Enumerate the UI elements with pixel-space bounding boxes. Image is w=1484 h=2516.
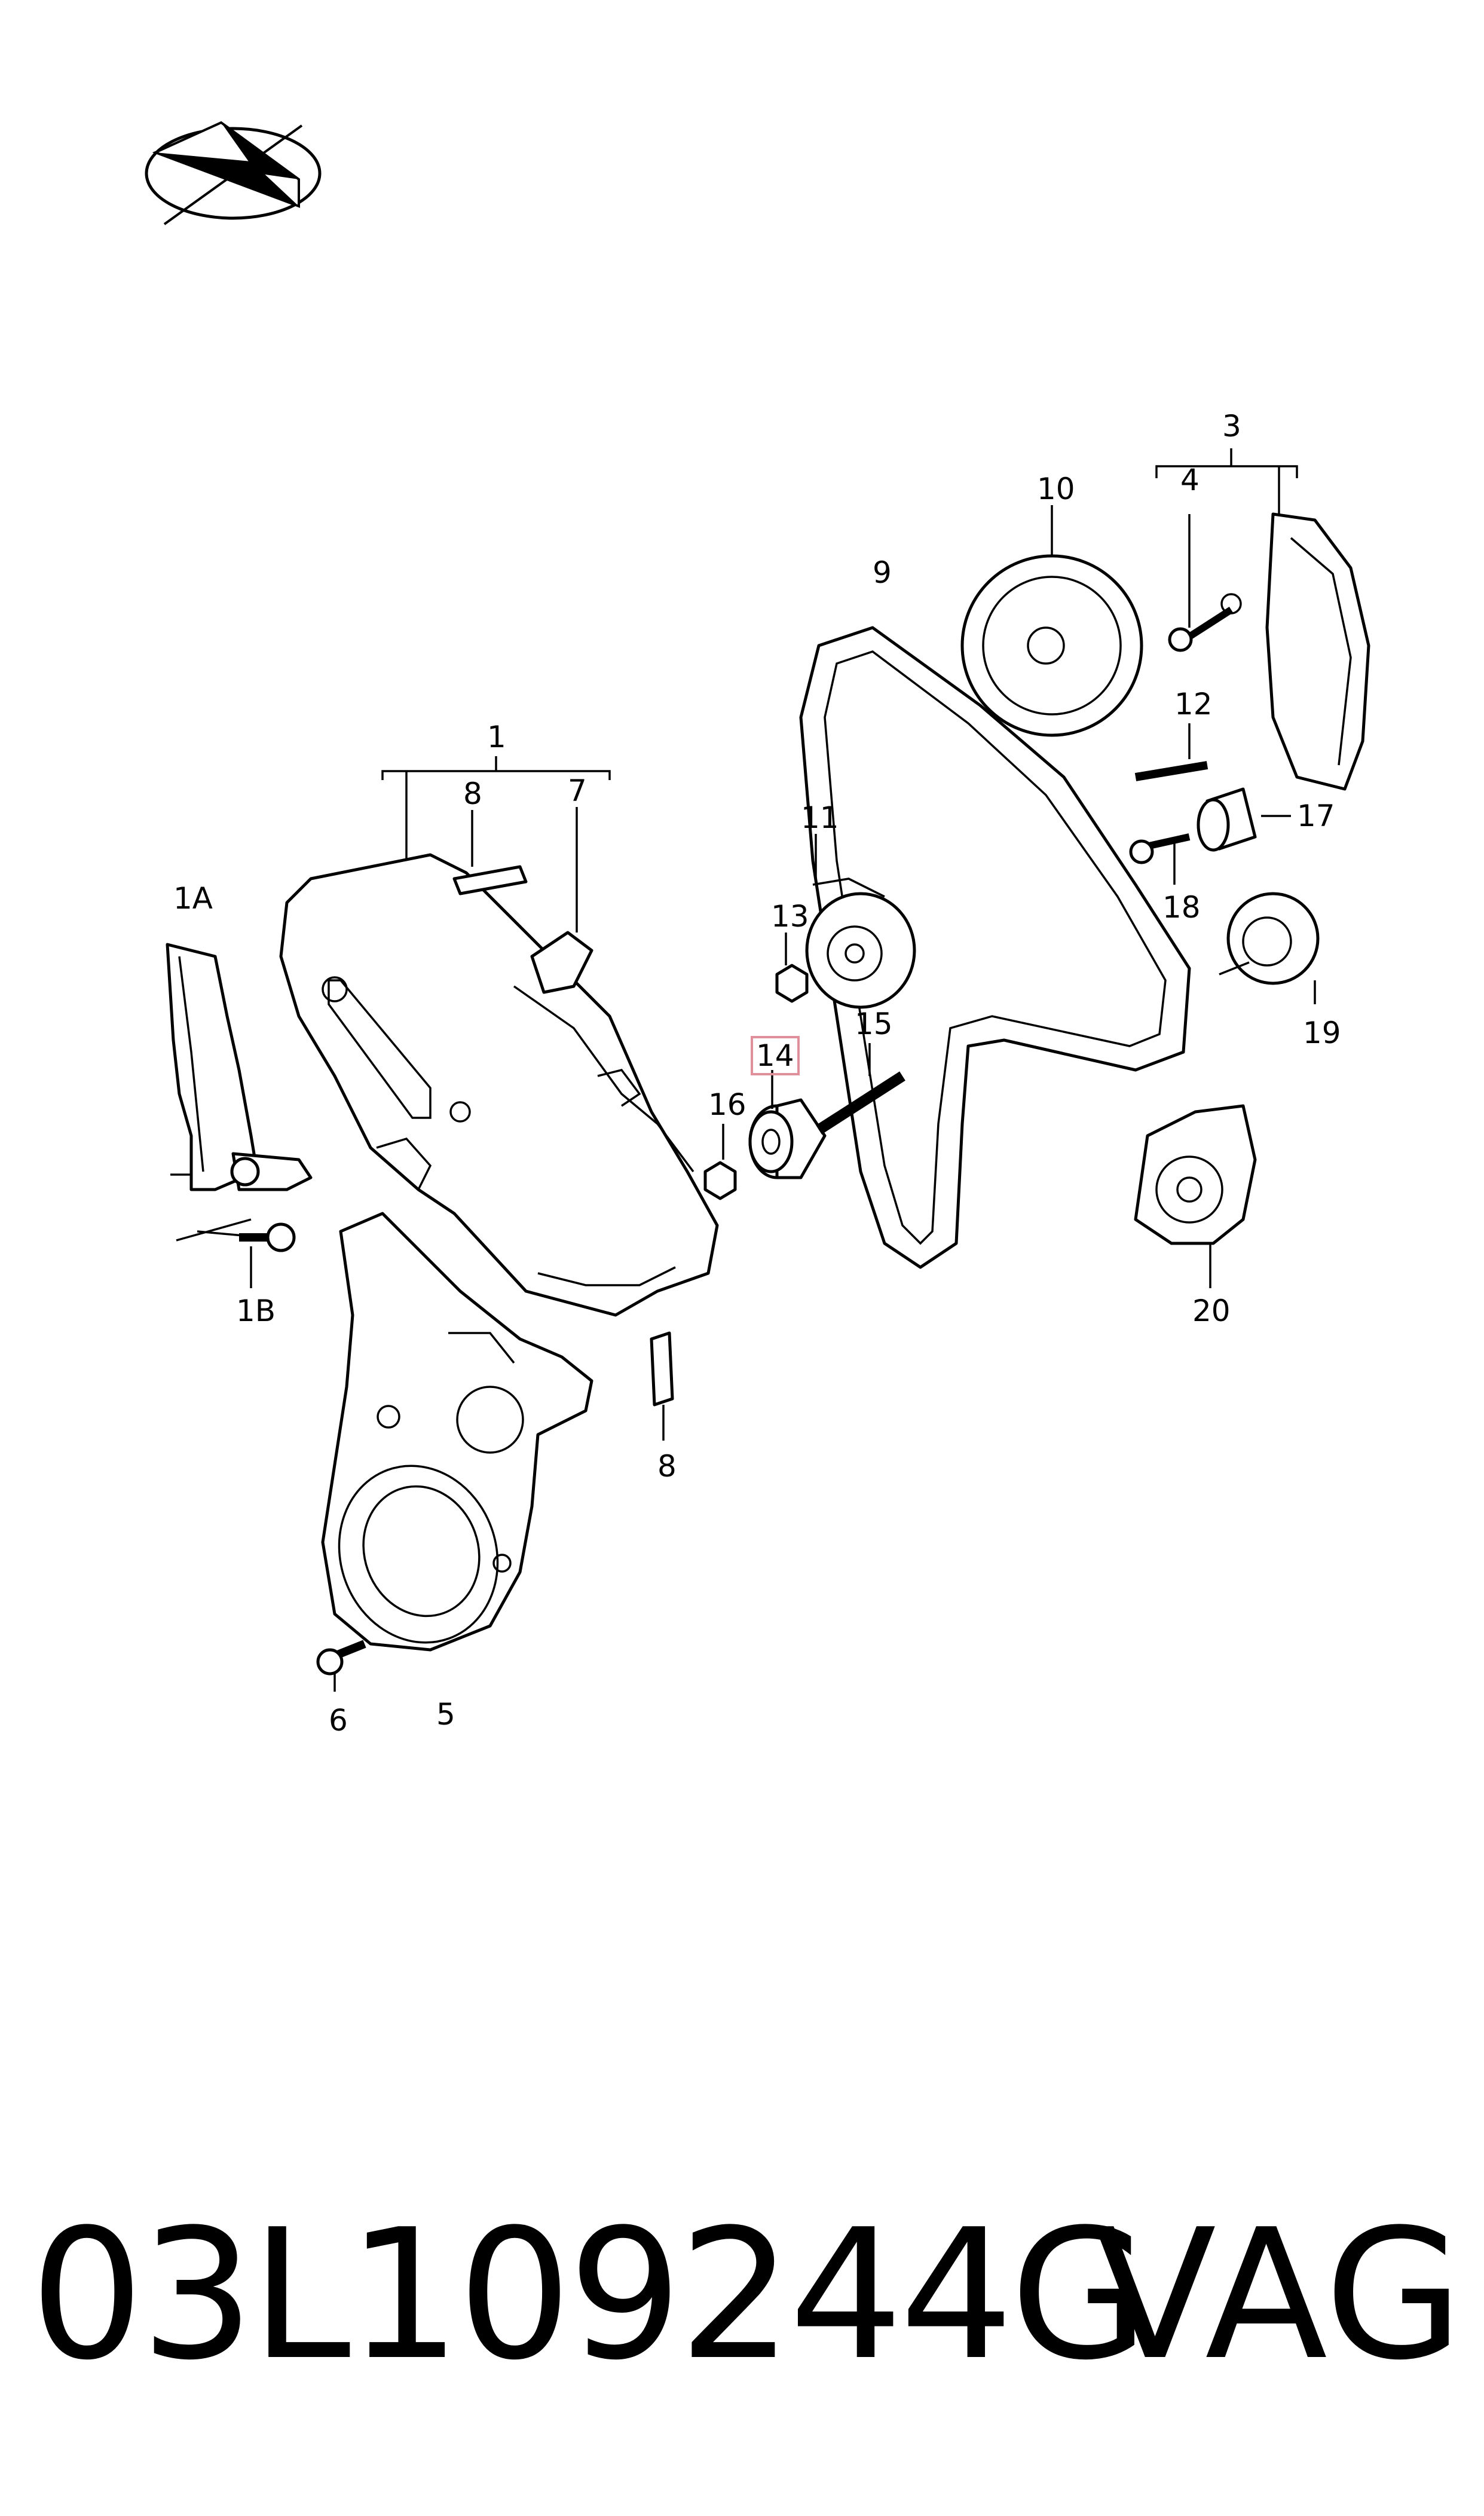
brand-name: VAG (1094, 2191, 1464, 2399)
label-4[interactable]: 4 (1180, 463, 1200, 497)
label-11[interactable]: 11 (801, 800, 839, 835)
label-16[interactable]: 16 (708, 1087, 746, 1122)
part-17-roller (1197, 787, 1291, 852)
label-19[interactable]: 19 (1303, 1016, 1341, 1050)
label-15[interactable]: 15 (855, 1007, 893, 1041)
part-1B-bolt (176, 1218, 296, 1288)
label-5[interactable]: 5 (436, 1697, 455, 1732)
brand-logo (145, 121, 322, 225)
label-6[interactable]: 6 (329, 1703, 348, 1738)
part-1A-rear-panel (166, 943, 313, 1191)
part-number: 03L109244G (30, 2191, 1149, 2399)
part-13-nut (775, 933, 809, 1003)
label-1A[interactable]: 1A (173, 881, 213, 916)
group-bracket-3 (1155, 448, 1298, 514)
group-bracket-1 (381, 756, 611, 873)
part-12-stud (1134, 723, 1208, 781)
part-16-nut (703, 1124, 737, 1200)
part-5-lower-cover (321, 1212, 593, 1652)
label-1[interactable]: 1 (487, 720, 506, 754)
footer: 03L109244G VAG (0, 2176, 1484, 2427)
label-9[interactable]: 9 (873, 555, 892, 590)
part-9-timing-belt (799, 626, 1191, 1269)
callout-labels: 1 1A 1B 3 4 5 6 7 8 8 9 10 11 12 13 14 1… (173, 409, 1341, 1738)
part-14-highlight[interactable] (751, 1036, 800, 1075)
label-1B[interactable]: 1B (236, 1294, 276, 1328)
label-17[interactable]: 17 (1297, 799, 1335, 833)
part-8-clips-upper (452, 810, 528, 895)
label-7[interactable]: 7 (568, 774, 587, 808)
label-14[interactable]: 14 (756, 1038, 794, 1073)
label-18[interactable]: 18 (1162, 890, 1201, 925)
label-12[interactable]: 12 (1174, 687, 1213, 722)
part-10-camshaft-sprocket (960, 505, 1143, 737)
part-14-idler-roller (748, 1070, 827, 1179)
label-20[interactable]: 20 (1192, 1294, 1231, 1328)
part-11-tensioner (805, 834, 916, 1009)
part-7-clip (530, 807, 593, 994)
part-3-rear-cover (1265, 512, 1370, 791)
part-6-bolt (316, 1640, 366, 1692)
part-18-bolt (1129, 833, 1191, 885)
label-8-upper[interactable]: 8 (463, 776, 482, 811)
part-4-bolt (1168, 514, 1242, 652)
part-15-bolt (816, 1043, 905, 1135)
label-13[interactable]: 13 (771, 899, 809, 934)
label-8-lower[interactable]: 8 (657, 1449, 677, 1484)
label-3[interactable]: 3 (1222, 409, 1241, 444)
label-10[interactable]: 10 (1037, 472, 1075, 506)
part-19-crank-sprocket (1219, 892, 1320, 1004)
part-20-water-pump (1134, 1104, 1257, 1288)
part-8-clips-lower (650, 1331, 674, 1441)
